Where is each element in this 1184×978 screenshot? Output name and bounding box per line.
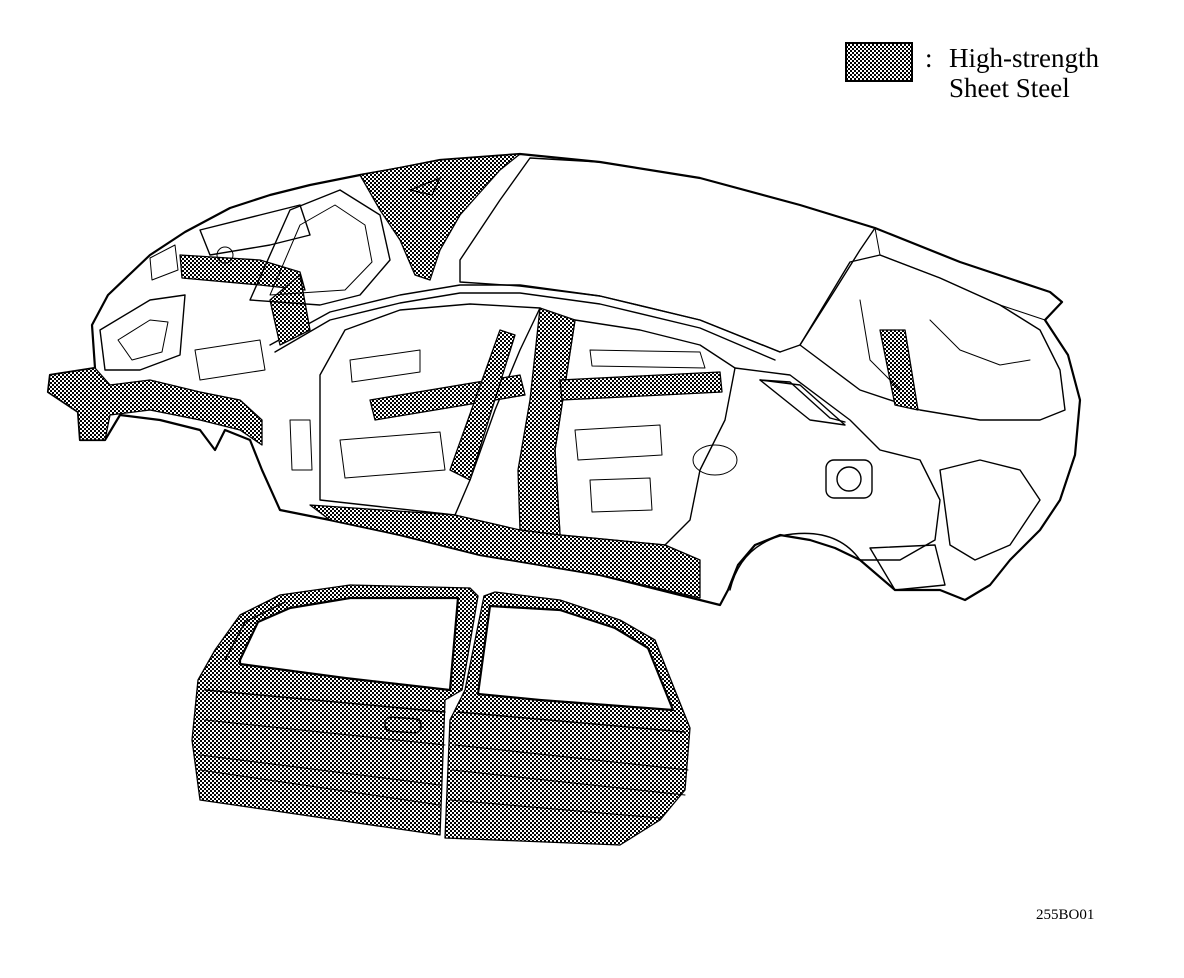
legend-colon: : bbox=[925, 43, 933, 73]
legend-label-line1: High-strength bbox=[949, 43, 1099, 73]
legend-swatch bbox=[845, 42, 913, 82]
rear-door bbox=[444, 591, 691, 846]
front-side-member-hs bbox=[47, 367, 263, 446]
body-shell bbox=[46, 152, 1082, 607]
door-set bbox=[191, 584, 691, 846]
front-door-handle bbox=[384, 716, 422, 734]
rear-door-window bbox=[476, 604, 675, 712]
rocker-panel-hs bbox=[309, 504, 701, 599]
front-door bbox=[191, 584, 479, 836]
front-door-window bbox=[238, 596, 460, 692]
fuel-filler-lid bbox=[825, 459, 873, 499]
rear-hatch-opening bbox=[799, 254, 1066, 421]
legend: : High-strength Sheet Steel bbox=[845, 42, 1099, 103]
drawing-reference-code: 255BO01 bbox=[1036, 907, 1094, 923]
front-pillar-hs bbox=[359, 153, 521, 281]
front-door-opening bbox=[319, 303, 541, 516]
legend-label-line2: Sheet Steel bbox=[949, 73, 1070, 103]
